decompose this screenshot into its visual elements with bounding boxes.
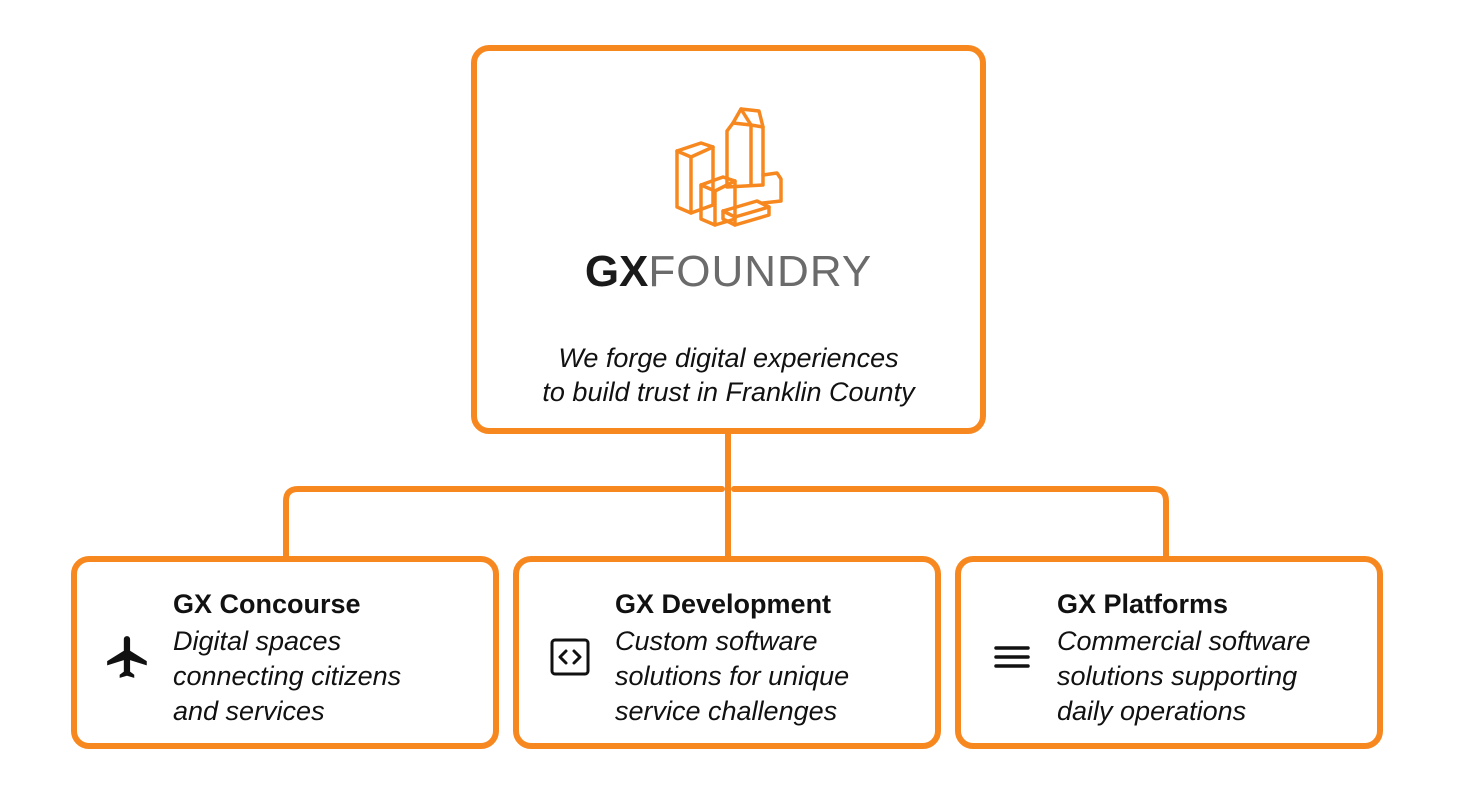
service-desc-line: service challenges	[615, 696, 838, 726]
menu-icon	[994, 646, 1030, 668]
connector-right-branch	[731, 486, 1169, 559]
service-desc-line: and services	[173, 696, 325, 726]
service-description: Commercial software solutions supporting…	[1057, 624, 1311, 729]
buildings-icon	[675, 107, 783, 227]
service-desc-line: Custom software	[615, 626, 818, 656]
service-desc-line: Commercial software	[1057, 626, 1311, 656]
airplane-icon	[107, 636, 147, 678]
service-desc-line: Digital spaces	[173, 626, 342, 656]
wordmark-bold: GX	[584, 247, 649, 296]
service-title: GX Concourse	[173, 589, 361, 619]
service-title: GX Development	[615, 589, 832, 619]
foundry-box: GXFOUNDRY We forge digital experiences t…	[471, 45, 986, 434]
tagline-line-2: to build trust in Franklin County	[542, 377, 915, 407]
service-title: GX Platforms	[1057, 589, 1229, 619]
foundry-tagline: We forge digital experiences to build tr…	[477, 341, 980, 409]
concourse-box: GX Concourse Digital spaces connecting c…	[71, 556, 499, 749]
code-icon	[550, 638, 590, 676]
service-desc-line: solutions for unique	[615, 661, 850, 691]
platforms-box: GX Platforms Commercial software solutio…	[955, 556, 1383, 749]
service-description: Custom software solutions for unique ser…	[615, 624, 849, 729]
service-desc-line: connecting citizens	[173, 661, 402, 691]
wordmark-light: FOUNDRY	[648, 247, 873, 296]
tagline-line-1: We forge digital experiences	[558, 343, 899, 373]
development-box: GX Development Custom software solutions…	[513, 556, 941, 749]
service-desc-line: daily operations	[1057, 696, 1247, 726]
service-desc-line: solutions supporting	[1057, 661, 1298, 691]
foundry-wordmark: GXFOUNDRY	[477, 247, 980, 297]
service-description: Digital spaces connecting citizens and s…	[173, 624, 401, 729]
connector-left-branch	[283, 486, 725, 559]
